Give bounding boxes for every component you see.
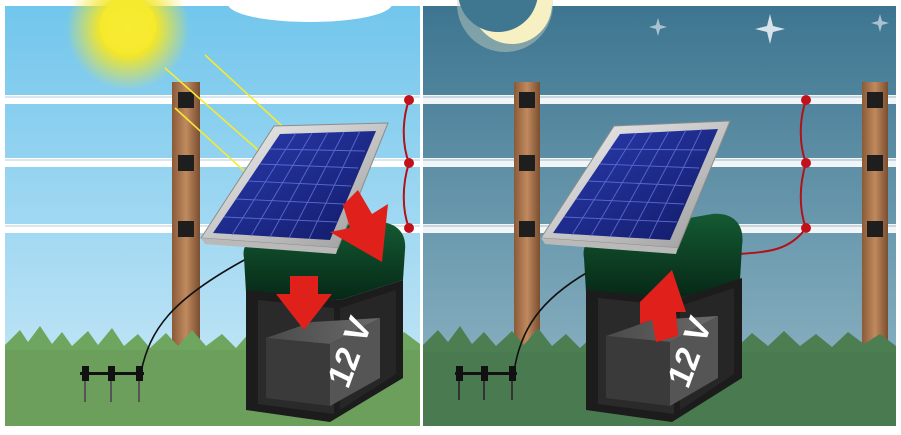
wire-jumper — [737, 99, 807, 255]
star-icon — [649, 14, 889, 44]
solar-panel-icon — [200, 122, 389, 254]
panel-divider — [420, 6, 423, 426]
solar-panel-icon — [540, 120, 731, 254]
ground-rod-icon — [455, 271, 589, 400]
day-panel: 12 V — [5, 0, 420, 426]
fence-post-icon — [514, 82, 540, 367]
ground-rod-icon — [80, 257, 249, 402]
cloud — [228, 0, 392, 22]
night-panel: 12 V — [423, 0, 896, 426]
down-arrow-icon — [276, 190, 388, 330]
battery-icon: 12 V — [266, 311, 380, 406]
fence-post-icon — [172, 82, 200, 367]
moon-icon — [457, 0, 553, 52]
up-arrow-icon — [640, 270, 686, 342]
wire-jumper — [402, 99, 410, 229]
fence-post-icon — [862, 82, 888, 367]
